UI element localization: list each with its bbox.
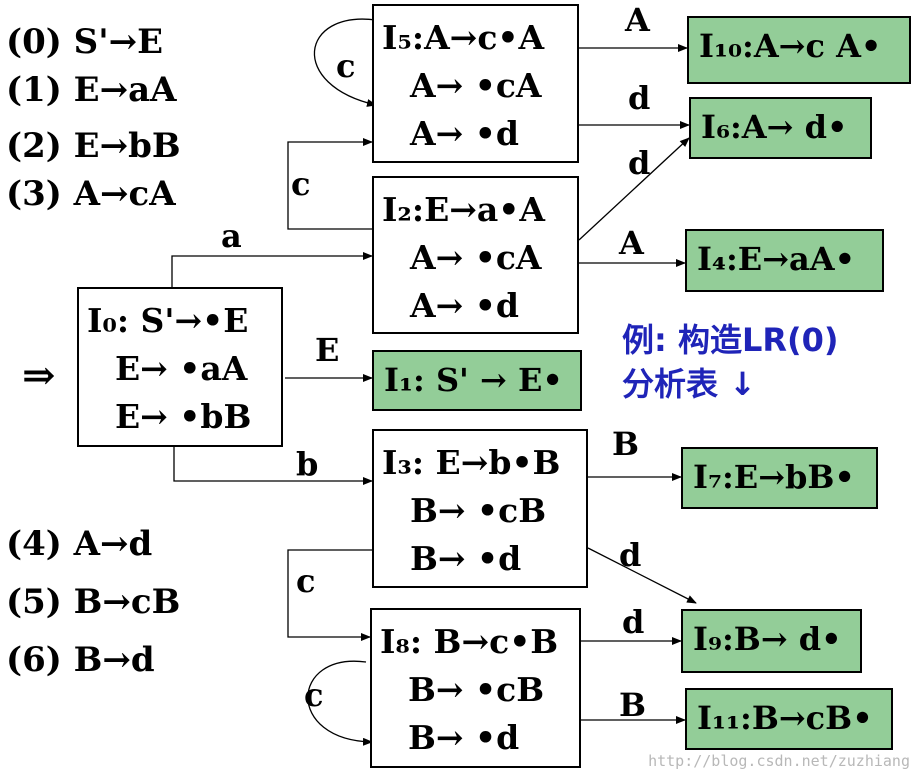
label-c-2-5: c [291,165,311,203]
state-I6: I₆:A→ d• [689,97,872,159]
label-d-3-9: d [619,536,642,574]
example-note-line-2: 分析表 ↓ [622,365,756,403]
production-4: (4) A→d [6,524,153,564]
edge-c-loop-5 [313,18,377,107]
state-I11: I₁₁:B→cB• [685,688,893,750]
state-I2-item-1: A→ •cA [410,238,542,277]
label-A-2-4: A [619,224,644,262]
state-I1: I₁: S' → E• [372,350,582,411]
production-3: (3) A→cA [6,174,176,214]
label-c-3-8: c [296,562,316,600]
state-I0-item-1: E→ •aA [115,349,248,388]
state-I10: I₁₀:A→c A• [687,16,911,84]
state-I7-item-0: I₇:E→bB• [693,458,855,496]
label-B-8-11: B [619,686,647,724]
state-I0-item-0: I₀: S'→•E [87,301,249,340]
state-I8: I₈: B→c•B B→ •cB B→ •d [370,608,581,768]
state-I4: I₄:E→aA• [685,229,884,292]
edge-c-2-5 [287,138,373,230]
state-I6-item-0: I₆:A→ d• [701,108,848,146]
production-1: (1) E→aA [6,70,177,110]
state-I9: I₉:B→ d• [681,609,862,673]
state-I3-item-0: I₃: E→b•B [382,443,561,482]
start-arrow: ⇒ [22,352,56,399]
state-I9-item-0: I₉:B→ d• [693,620,842,658]
state-I3: I₃: E→b•B B→ •cB B→ •d [372,429,588,588]
edge-b-0-3 [173,446,373,485]
label-c-loop-5: c [336,47,356,85]
state-I5-item-1: A→ •cA [410,66,542,105]
state-I5-item-2: A→ •d [410,114,519,153]
state-I10-item-0: I₁₀:A→c A• [699,27,882,65]
watermark: http://blog.csdn.net/zuzhiang [648,752,910,770]
state-I8-item-2: B→ •d [408,718,520,757]
state-I7: I₇:E→bB• [681,447,878,509]
state-I0-item-2: E→ •bB [115,397,252,436]
edge-c-loop-8 [307,660,373,746]
state-I8-item-1: B→ •cB [408,670,545,709]
state-I5-item-0: I₅:A→c•A [382,18,545,57]
label-B-3-7: B [612,425,640,463]
state-I2-item-0: I₂:E→a•A [382,190,545,229]
edge-d-2-6 [578,137,690,241]
state-I8-item-0: I₈: B→c•B [380,622,559,661]
state-I2: I₂:E→a•A A→ •cA A→ •d [372,176,579,334]
label-d-8-9: d [622,603,645,641]
label-d-2-6: d [628,144,651,182]
label-a-0-2: a [221,217,242,255]
production-2: (2) E→bB [6,126,181,166]
example-note: 例: 构造LR(0) 分析表 ↓ [622,318,839,406]
state-I3-item-1: B→ •cB [410,491,547,530]
label-d-5-6: d [628,79,651,117]
state-I11-item-0: I₁₁:B→cB• [697,699,873,737]
production-5: (5) B→cB [6,582,181,622]
edge-a-0-2 [171,252,373,287]
label-E-0-1: E [315,331,340,369]
state-I3-item-2: B→ •d [410,539,522,578]
edge-c-3-8 [287,549,372,641]
state-I5: I₅:A→c•A A→ •cA A→ •d [372,4,579,163]
label-c-loop-8: c [304,676,324,714]
label-A-5-10: A [625,1,650,39]
edge-d-3-9 [587,547,697,604]
state-I2-item-2: A→ •d [410,286,519,325]
example-note-line-1: 例: 构造LR(0) [622,321,839,359]
state-I1-item-0: I₁: S' → E• [384,361,563,399]
production-6: (6) B→d [6,640,155,680]
production-0: (0) S'→E [6,22,164,62]
state-I4-item-0: I₄:E→aA• [697,240,856,278]
state-I0: I₀: S'→•E E→ •aA E→ •bB [77,287,283,447]
label-b-0-3: b [296,445,319,483]
